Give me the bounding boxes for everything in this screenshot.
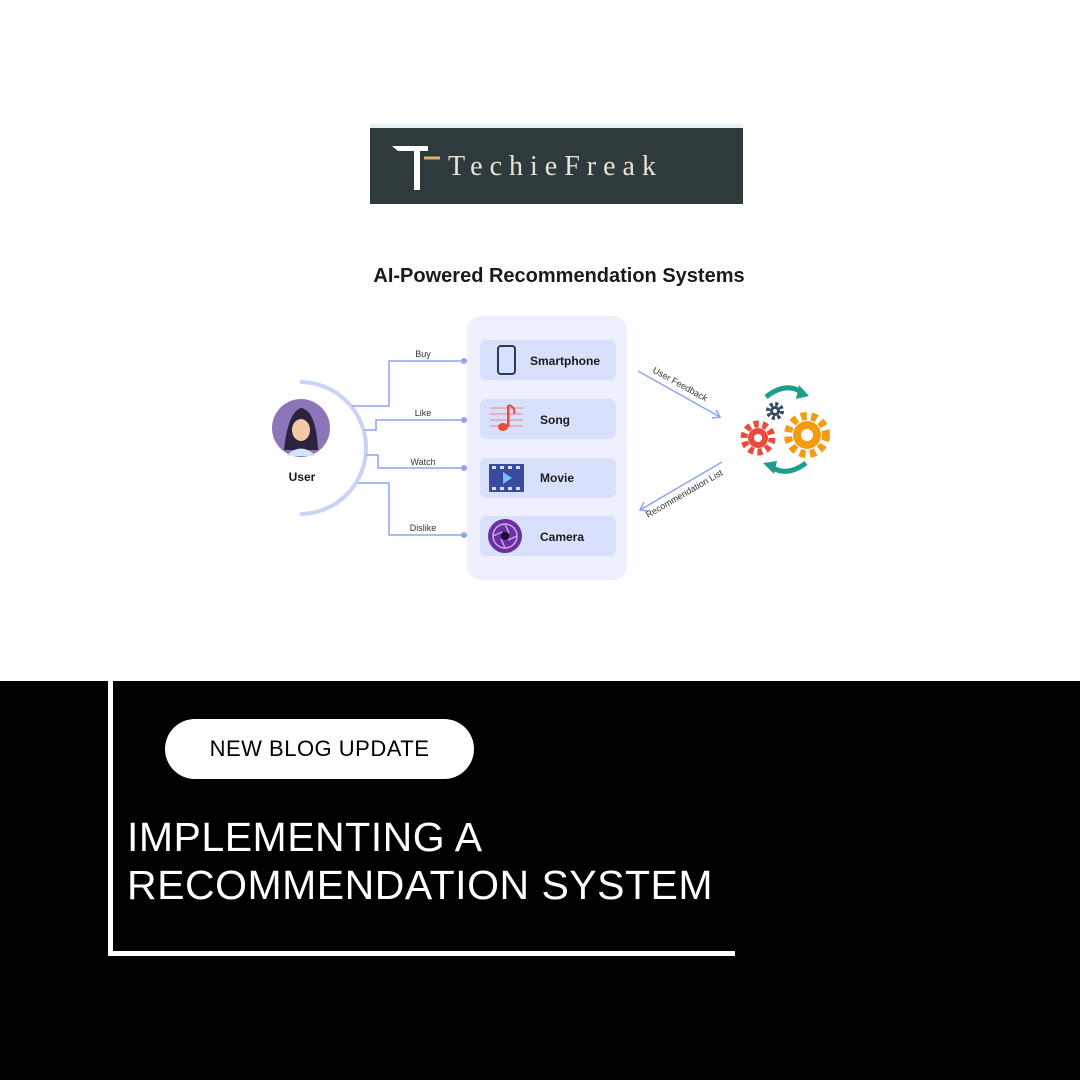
user-avatar bbox=[272, 399, 330, 457]
headline-line-2: RECOMMENDATION SYSTEM bbox=[127, 862, 714, 908]
item-label-movie: Movie bbox=[540, 471, 574, 485]
film-icon bbox=[489, 464, 524, 492]
item-list-panel bbox=[467, 316, 627, 580]
user-arc bbox=[299, 380, 368, 516]
item-movie: Movie bbox=[480, 458, 616, 498]
smartphone-icon bbox=[497, 345, 516, 375]
user-feedback-label: User Feedback bbox=[651, 365, 710, 404]
badge-label: NEW BLOG UPDATE bbox=[209, 736, 430, 761]
recommendation-diagram: TechieFreak AI-Powered Recommendation Sy… bbox=[272, 124, 830, 580]
logo-text: TechieFreak bbox=[448, 151, 663, 182]
recommendation-arrow bbox=[638, 461, 723, 512]
diagram-title: AI-Powered Recommendation Systems bbox=[373, 265, 744, 287]
item-smartphone: Smartphone bbox=[480, 340, 616, 380]
music-note-icon bbox=[490, 404, 523, 431]
connector-dots bbox=[461, 358, 467, 538]
post-headline: IMPLEMENTING A RECOMMENDATION SYSTEM bbox=[127, 813, 747, 909]
action-label-buy: Buy bbox=[415, 349, 431, 359]
item-label-song: Song bbox=[540, 413, 570, 427]
action-label-dislike: Dislike bbox=[410, 523, 437, 533]
accent-frame bbox=[108, 681, 735, 956]
action-connectors bbox=[352, 360, 463, 536]
techiefreak-logo: TechieFreak bbox=[370, 124, 743, 204]
feedback-arrow bbox=[637, 370, 722, 419]
item-label-camera: Camera bbox=[540, 530, 584, 544]
recommendation-list-label: Recommendation List bbox=[644, 467, 725, 519]
action-label-like: Like bbox=[415, 408, 432, 418]
new-blog-badge: NEW BLOG UPDATE bbox=[165, 719, 474, 779]
item-label-smartphone: Smartphone bbox=[530, 354, 600, 368]
camera-aperture-icon bbox=[488, 519, 522, 553]
gears-cycle-icon bbox=[740, 385, 830, 474]
action-label-watch: Watch bbox=[410, 457, 435, 467]
user-label: User bbox=[289, 470, 316, 484]
item-song: Song bbox=[480, 399, 616, 439]
item-camera: Camera bbox=[480, 516, 616, 556]
headline-line-1: IMPLEMENTING A bbox=[127, 814, 483, 860]
